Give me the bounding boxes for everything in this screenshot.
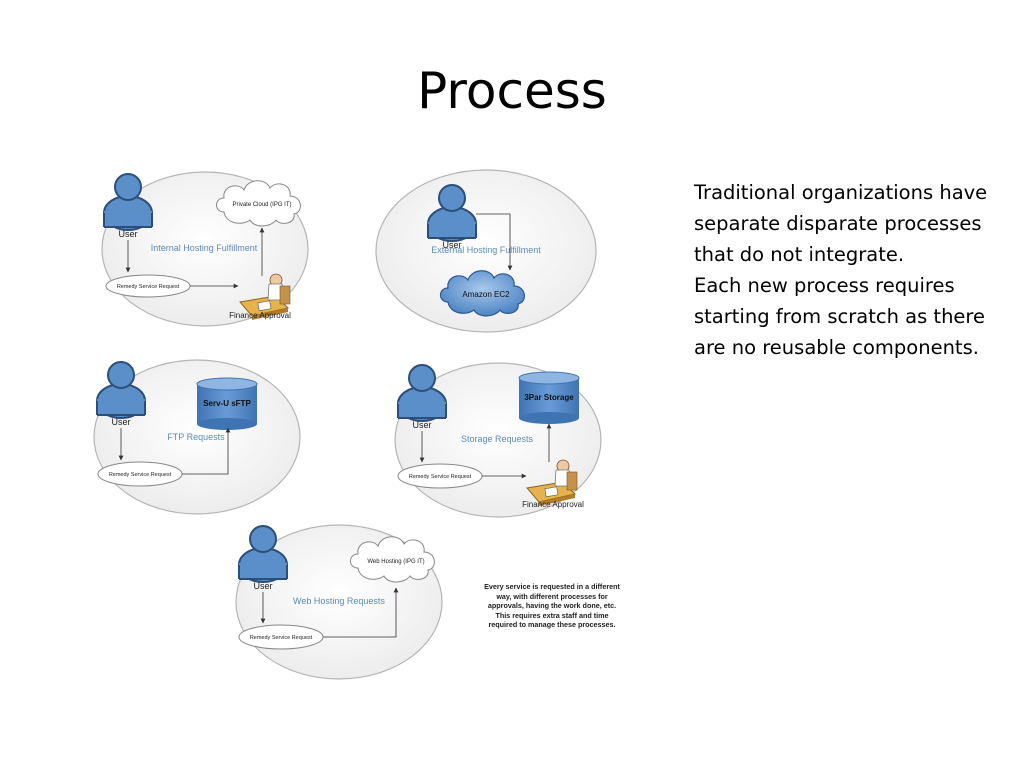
cloud-label: Private Cloud (IPG IT) bbox=[232, 202, 291, 208]
user-label: User bbox=[118, 229, 137, 239]
user-label: User bbox=[111, 417, 130, 427]
description-text: Traditional organizations have separate … bbox=[694, 177, 994, 363]
internal-hosting-diagram: User Internal Hosting Fulfillment Privat… bbox=[101, 171, 309, 327]
diagram-title: Storage Requests bbox=[461, 434, 534, 444]
user-icon bbox=[96, 361, 146, 419]
diagram-title: Internal Hosting Fulfillment bbox=[151, 243, 258, 253]
user-label: User bbox=[412, 420, 431, 430]
approval-label: Finance Approval bbox=[522, 500, 584, 509]
request-label: Remedy Service Request bbox=[250, 635, 313, 641]
cloud-label: Amazon EC2 bbox=[462, 290, 510, 299]
storage-label: Serv-U sFTP bbox=[203, 399, 251, 408]
diagram-title: FTP Requests bbox=[167, 432, 225, 442]
user-label: User bbox=[253, 581, 272, 591]
user-icon bbox=[103, 173, 153, 231]
web-hosting-diagram: User Web Hosting Requests Web Hosting (I… bbox=[235, 524, 443, 680]
storage-requests-diagram: User Storage Requests 3Par Storage Remed… bbox=[394, 362, 602, 518]
request-label: Remedy Service Request bbox=[117, 284, 180, 290]
external-hosting-diagram: User External Hosting Fulfillment Amazon… bbox=[375, 169, 597, 333]
diagram-title: Web Hosting Requests bbox=[293, 596, 385, 606]
paragraph-new-process: Each new process requires starting from … bbox=[694, 274, 986, 359]
paragraph-traditional: Traditional organizations have separate … bbox=[694, 181, 988, 266]
request-label: Remedy Service Request bbox=[109, 472, 172, 478]
approval-label: Finance Approval bbox=[229, 311, 291, 320]
diagram-title: External Hosting Fulfillment bbox=[431, 245, 541, 255]
cloud-label: Web Hosting (IPG IT) bbox=[367, 559, 424, 565]
user-icon bbox=[397, 364, 447, 422]
request-label: Remedy Service Request bbox=[409, 474, 472, 480]
user-icon bbox=[238, 525, 288, 583]
user-label: User bbox=[442, 240, 461, 250]
diagram-note: Every service is requested in a differen… bbox=[484, 582, 620, 630]
storage-label: 3Par Storage bbox=[524, 393, 574, 402]
slide-title: Process bbox=[417, 62, 607, 120]
ftp-requests-diagram: User FTP Requests Serv-U sFTP Remedy Ser… bbox=[93, 359, 301, 515]
